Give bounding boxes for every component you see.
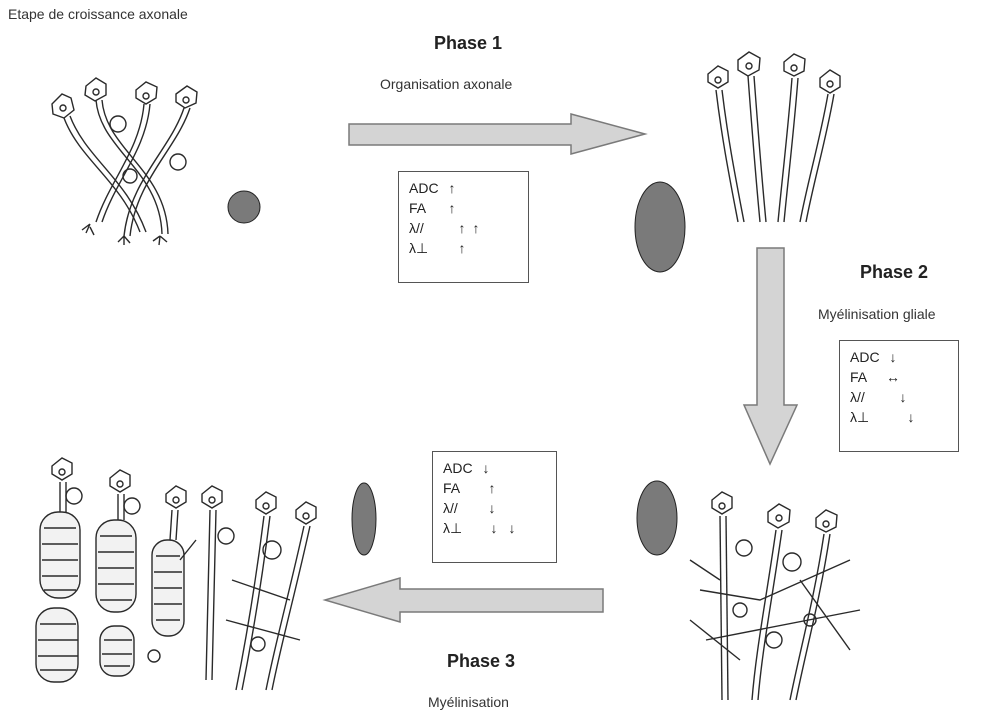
phase3-metric-row: ADC↓: [443, 458, 546, 478]
phase2-metrics-box: ADC↓ FA↔ λ//↓ λ⊥↓: [839, 340, 959, 452]
arrow-down-icon: ↓: [505, 518, 519, 538]
arrow-flat-icon: ↔: [886, 367, 900, 387]
metric-label: λ//: [850, 387, 886, 407]
phase3-subtitle: Myélinisation: [428, 694, 509, 710]
arrow-up-icon: ↑: [455, 238, 469, 258]
arrow-up-icon: ↑: [445, 198, 459, 218]
phase1-metric-row: FA↑: [409, 198, 518, 218]
neurons-disorganized: [52, 78, 197, 245]
phase3-metrics-box: ADC↓ FA↑ λ//↓ λ⊥↓↓: [432, 451, 557, 563]
metric-label: FA: [443, 478, 479, 498]
phase3-title: Phase 3: [447, 651, 515, 672]
metric-label: ADC: [409, 178, 445, 198]
arrow-down-icon: ↓: [886, 347, 900, 367]
phase2-subtitle: Myélinisation gliale: [818, 306, 936, 322]
phase2-title: Phase 2: [860, 262, 928, 283]
phase2-metric-row: FA↔: [850, 367, 948, 387]
neurons-glial: [690, 492, 860, 700]
phase1-arrow: [349, 114, 645, 154]
metric-label: λ//: [443, 498, 479, 518]
metric-label: λ⊥: [443, 518, 479, 538]
arrow-down-icon: ↓: [485, 498, 499, 518]
phase1-title: Phase 1: [434, 33, 502, 54]
arrow-up-icon: ↑: [485, 478, 499, 498]
neurons-organized: [708, 52, 840, 222]
phase3-metric-row: λ⊥ ↓↓: [443, 518, 546, 538]
metric-label: FA: [850, 367, 886, 387]
metric-label: λ//: [409, 218, 445, 238]
arrow-up-icon: ↑: [445, 178, 459, 198]
neurons-myelinated: [36, 458, 316, 690]
metric-label: ADC: [850, 347, 886, 367]
arrow-down-icon: ↓: [896, 387, 910, 407]
phase3-metric-row: λ// ↓: [443, 498, 546, 518]
phase1-subtitle: Organisation axonale: [380, 76, 512, 92]
diffusion-ellipse-3: [637, 481, 677, 555]
arrow-down-icon: ↓: [479, 458, 493, 478]
phase1-metric-row: ADC↑: [409, 178, 518, 198]
phase2-metric-row: λ// ↓: [850, 387, 948, 407]
phase1-metric-row: λ// ↑↑: [409, 218, 518, 238]
metric-label: ADC: [443, 458, 479, 478]
diffusion-ellipse-1: [228, 191, 260, 223]
phase2-arrow: [744, 248, 797, 464]
arrow-down-icon: ↓: [487, 518, 501, 538]
metric-label: λ⊥: [409, 238, 445, 258]
diffusion-ellipse-4: [352, 483, 376, 555]
diffusion-ellipse-2: [635, 182, 685, 272]
phase2-metric-row: λ⊥ ↓: [850, 407, 948, 427]
phase3-metric-row: FA ↑: [443, 478, 546, 498]
arrow-down-icon: ↓: [904, 407, 918, 427]
phase2-metric-row: ADC↓: [850, 347, 948, 367]
metric-label: FA: [409, 198, 445, 218]
phase1-metric-row: λ⊥ ↑: [409, 238, 518, 258]
metric-label: λ⊥: [850, 407, 886, 427]
arrow-up-icon: ↑: [455, 218, 469, 238]
phase1-metrics-box: ADC↑ FA↑ λ//↑↑ λ⊥↑: [398, 171, 529, 283]
phase3-arrow: [325, 578, 603, 622]
arrow-up-icon: ↑: [469, 218, 483, 238]
